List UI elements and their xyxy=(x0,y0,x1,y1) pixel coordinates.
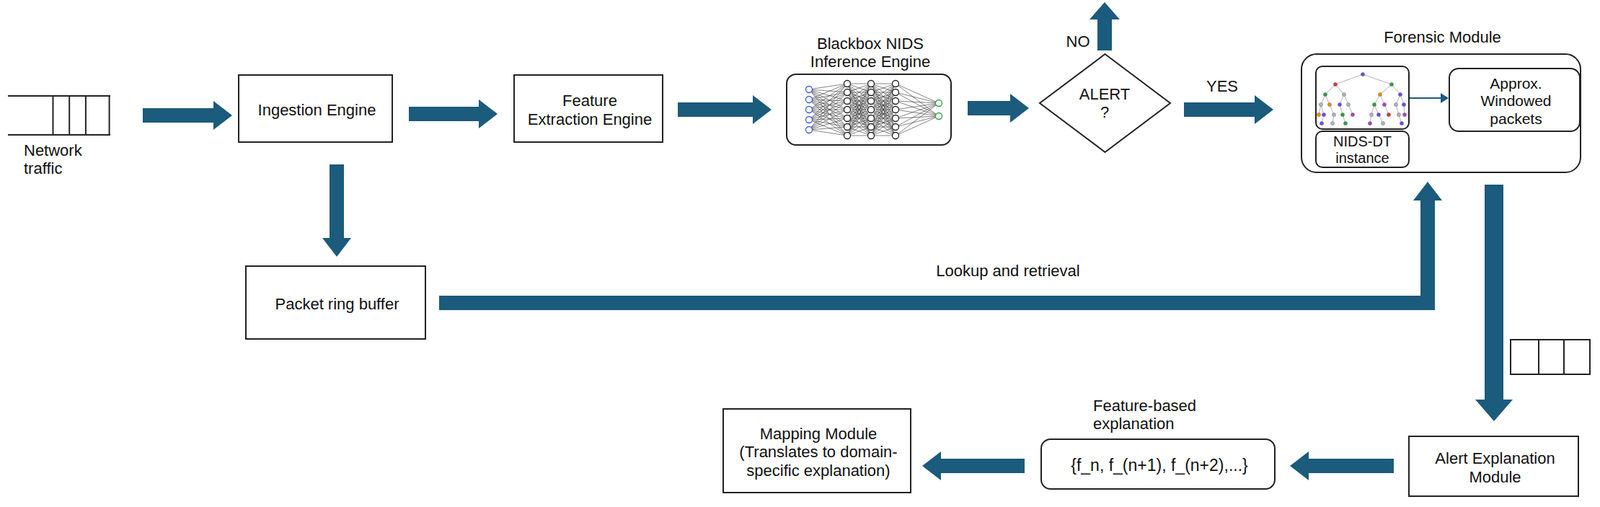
node-heading: Network traffic xyxy=(23,139,105,179)
process-box: Mapping Module (Translates to domain-spe… xyxy=(722,408,912,494)
flow-arrow xyxy=(1409,93,1449,104)
node-heading: Forensic Module xyxy=(1302,23,1583,52)
decision-diamond: ALERT ? xyxy=(1039,53,1171,153)
edge-label: YES xyxy=(1206,77,1239,96)
node-label: NIDS-DT instance xyxy=(1315,131,1410,169)
node-label: Packet ring buffer xyxy=(252,266,422,342)
arrow-head xyxy=(1475,399,1513,422)
model-box: Blackbox NIDS Inference Engine xyxy=(785,73,952,146)
flow-arrow xyxy=(677,95,772,125)
arrow-shaft xyxy=(439,200,1428,303)
arrow-shaft xyxy=(967,100,1011,116)
arrow-head xyxy=(1254,95,1274,125)
edge-label: Lookup and retrieval xyxy=(935,262,1080,280)
neural-net-illustration xyxy=(806,80,943,140)
arrow-shaft xyxy=(1409,97,1441,99)
module-group: Forensic ModuleNIDS-DT instanceApprox. W… xyxy=(1300,53,1582,174)
tree-instance: NIDS-DT instance xyxy=(1315,65,1410,169)
flow-arrow xyxy=(408,99,498,129)
explanation-box: Feature-based explanation{f_n, f_(n+1), … xyxy=(1040,438,1276,490)
no-branch-arrow xyxy=(1089,2,1120,51)
arrow-head xyxy=(213,100,233,130)
arrow-head xyxy=(478,99,498,129)
flow-arrow xyxy=(439,181,1443,303)
arrow-head xyxy=(1413,181,1443,201)
process-box: Ingestion Engine xyxy=(237,74,393,143)
diamond-outline xyxy=(1039,54,1171,153)
arrow-head xyxy=(322,237,352,257)
arrow-shaft xyxy=(1484,184,1504,400)
flow-arrow xyxy=(1475,184,1513,422)
arrow-head xyxy=(1010,93,1029,123)
node-label: Feature Extraction Engine xyxy=(526,75,654,145)
label-frame xyxy=(1315,131,1409,168)
decision-tree-illustration xyxy=(1316,72,1407,125)
flow-arrow xyxy=(922,451,1025,481)
branch-label: NO xyxy=(1066,33,1091,51)
process-box: Alert Explanation Module xyxy=(1408,435,1580,497)
arrow-head xyxy=(1289,451,1309,481)
node-label: Alert Explanation Module xyxy=(1424,436,1567,499)
traffic-queue: Network traffic xyxy=(7,95,111,136)
process-box: Approx. Windowed packets xyxy=(1448,67,1581,132)
flow-arrow xyxy=(1183,95,1274,125)
node-label: Mapping Module (Translates to domain-spe… xyxy=(735,409,902,495)
node-heading: Feature-based explanation xyxy=(1093,392,1238,437)
process-box: Feature Extraction Engine xyxy=(513,74,664,143)
node-label: ALERT ? xyxy=(1075,53,1134,153)
arrow-head xyxy=(1440,93,1449,104)
arrow-shaft xyxy=(142,108,214,123)
node-label: Approx. Windowed packets xyxy=(1471,69,1561,134)
node-heading: Blackbox NIDS Inference Engine xyxy=(798,33,943,73)
arrow-shaft xyxy=(329,164,344,238)
arrow-shaft xyxy=(1308,458,1394,474)
node-outline xyxy=(7,95,111,136)
flow-arrow xyxy=(142,100,233,130)
queue-symbol xyxy=(1510,339,1590,375)
queue-outline xyxy=(7,95,111,135)
arrow-shaft xyxy=(1183,102,1255,117)
arrow-shaft xyxy=(408,106,479,122)
node-label: Ingestion Engine xyxy=(245,75,389,145)
arrow-head xyxy=(752,95,772,125)
tree-frame xyxy=(1315,66,1409,130)
flow-arrow xyxy=(967,93,1029,123)
flow-arrow xyxy=(1289,451,1394,481)
flow-arrow xyxy=(322,164,352,257)
arrow-head xyxy=(922,451,941,481)
buffer-box: Packet ring buffer xyxy=(245,265,427,340)
arrow-shaft xyxy=(940,458,1025,474)
arrow-shaft xyxy=(677,102,753,117)
node-label: {f_n, f_(n+1), f_(n+2),...} xyxy=(1041,439,1277,492)
